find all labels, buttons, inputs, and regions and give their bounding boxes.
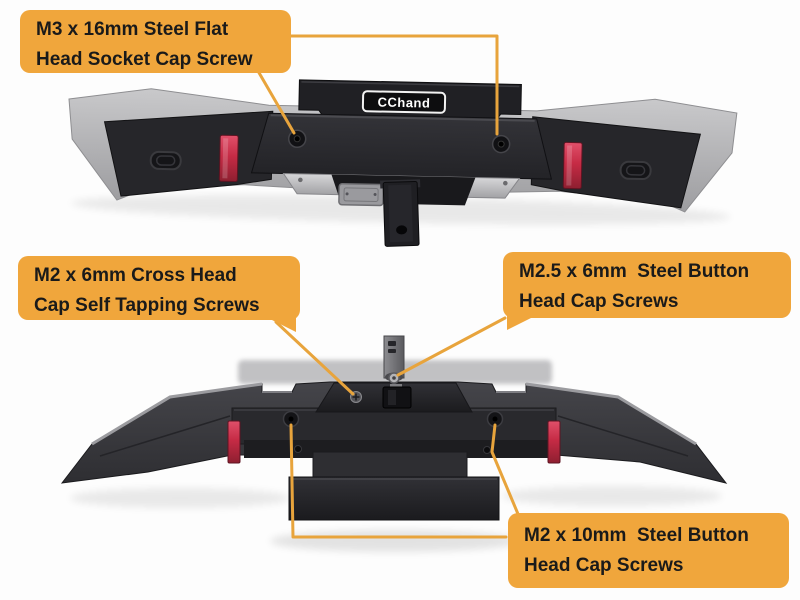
bottom-shadow-right [502,486,722,506]
tow-hitch-tube [380,179,421,247]
connector-button-m2-left [289,423,508,539]
connector-flat-head-right [288,34,499,136]
callout-tail [268,318,296,332]
callout-cross-head-line1: M2 x 6mm Cross Head [34,265,237,286]
callout-button-m25-line2: Head Cap Screws [519,291,679,312]
rail-hole-left [294,445,302,453]
callout-button-m25-screw: M2.5 x 6mm Steel Button Head Cap Screws [503,252,791,330]
callout-cross-head-line2: Cap Self Tapping Screws [34,295,260,316]
connector-button-m2-right [490,423,520,516]
callout-button-m2-screw: M2 x 10mm Steel Button Head Cap Screws [508,513,789,588]
bottom-red-left [227,420,241,464]
top-bumper-photo: CChand [68,79,738,247]
left-red-reflector [218,134,239,183]
logo-text: CChand [377,94,430,110]
rail-band [231,407,557,445]
right-red-reflector [562,141,583,190]
m3-screw-right [491,134,511,154]
hitch-neck [312,451,468,479]
bottom-bumper-photo [60,335,728,552]
panel-bevel [270,114,535,122]
rail-hole-right [483,446,491,454]
left-crease [99,415,231,457]
right-crease [557,415,689,457]
hitch-pin-screw [388,372,400,384]
left-bevel-highlight [91,382,263,446]
cchand-logo-plate: CChand [361,90,447,114]
right-red-highlight [566,145,573,186]
right-slot [619,160,652,181]
skid-screw-left [298,177,303,183]
callout-button-m2-line2: Head Cap Screws [524,555,684,576]
bottom-red-right [547,420,561,464]
callout-flat-head-line1: M3 x 16mm Steel Flat [36,19,229,40]
license-plate [338,183,384,207]
bottom-shadow-left [70,488,290,508]
clip-bracket [382,384,412,409]
left-red-highlight [222,138,229,179]
right-bevel-highlight [525,382,697,446]
connector-flat-head-left [256,69,296,135]
callout-flat-head-screw: M3 x 16mm Steel Flat Head Socket Cap Scr… [20,10,291,73]
callout-cross-head-screw: M2 x 6mm Cross Head Cap Self Tapping Scr… [18,256,300,332]
callout-button-m25-line1: M2.5 x 6mm Steel Button [519,261,750,282]
center-panel [250,112,553,180]
connector-button-m25 [396,316,507,377]
left-slot [149,150,182,171]
hitch-pin-hole [396,225,408,235]
left-wing-face [103,110,274,197]
connector-cross-head [274,320,355,396]
bottom-shadow-center [270,530,520,552]
connector-lines [256,34,520,539]
hitch-block [288,476,500,521]
callout-button-m2-line1: M2 x 10mm Steel Button [524,525,749,546]
skid-screw-right [503,180,508,186]
callout-tail [507,316,535,330]
m3-screw-left [287,129,307,149]
block-top-highlight [301,81,520,88]
callout-flat-head-line2: Head Socket Cap Screw [36,49,253,70]
